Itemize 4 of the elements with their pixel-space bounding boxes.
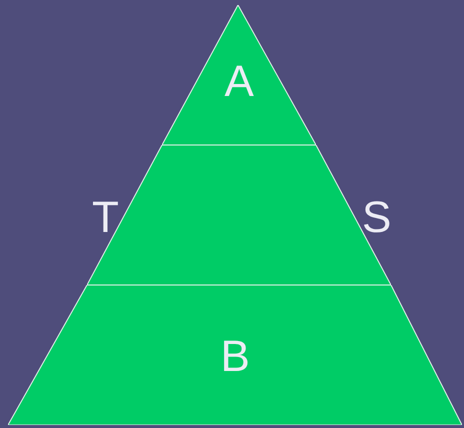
tier-label: A xyxy=(224,60,254,104)
side-label: T xyxy=(92,196,119,240)
side-label: S xyxy=(362,196,392,240)
tier-label: B xyxy=(220,335,250,379)
